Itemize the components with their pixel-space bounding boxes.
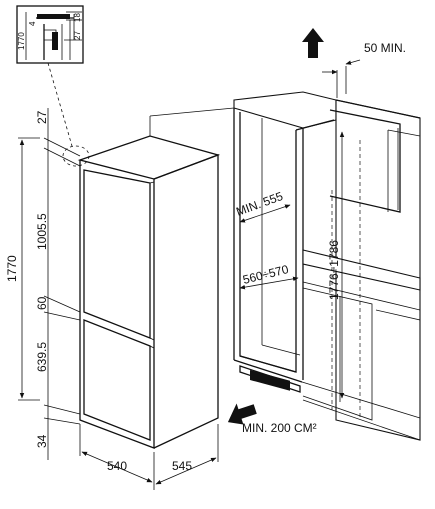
min-depth-line [239,204,291,223]
width-label: 540 [107,459,127,473]
depth-label: 545 [172,459,192,473]
lower-door-label: 639.5 [35,342,49,372]
width-line [81,451,153,483]
detail-inset: 1770 4 27 18 [16,5,84,64]
fridge-front [79,160,155,449]
hinge-block [52,32,58,50]
inset-leader [47,62,73,147]
depth-line [155,457,217,485]
fridge-top [77,135,221,180]
niche-opening [239,112,297,373]
inset-dim-d: 18 [73,13,82,22]
width-range-line [239,276,299,290]
inset-dim-c: 27 [73,31,82,40]
upper-door [83,169,151,339]
vent-gap-label: 50 MIN. [364,41,406,55]
base-vent-grille [250,369,290,391]
min-depth-label: MIN. 555 [234,189,285,219]
total-height-label: 1770 [5,255,19,282]
base-vent-label: MIN. 200 CM² [242,421,317,435]
fridge-side [153,154,219,449]
door-gap-label: 60 [35,296,49,310]
detail-circle [62,145,90,167]
lower-door [83,319,151,441]
top-gap-label: 27 [35,110,49,124]
upper-door-label: 1005.5 [35,213,49,250]
inset-dim-b: 4 [28,21,37,26]
top-cabinet [233,91,337,129]
base-vent-arrow [227,403,257,425]
inset-frame [16,5,84,64]
fridge-dimensions: 1770 27 1005.5 60 639.5 34 [5,108,81,460]
top-seal [37,14,70,19]
vent-up-arrow [302,28,324,58]
inset-dim-a: 1770 [17,32,26,50]
fridge [77,135,221,449]
base-label: 34 [35,434,49,448]
niche-cabinet [149,91,421,441]
height-range-label: 1776÷1786 [327,240,341,300]
base-dimensions: 540 545 [79,424,219,490]
